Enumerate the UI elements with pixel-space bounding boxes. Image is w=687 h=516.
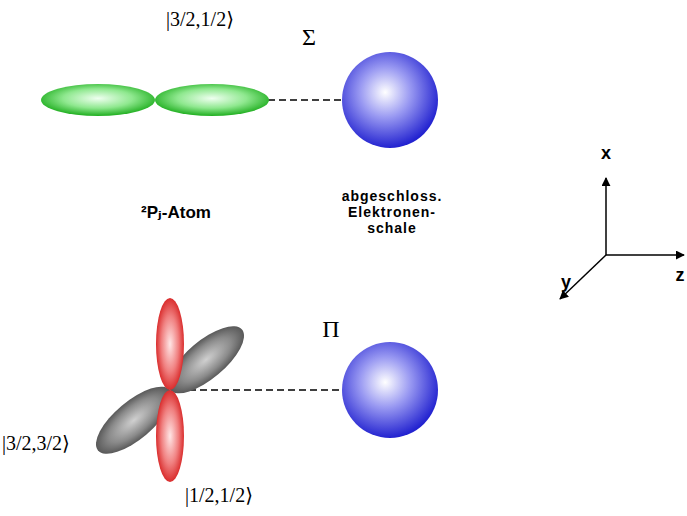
orbital-lobe [156,390,184,482]
orbital-lobe [156,298,184,390]
state-label: |1/2,1/2⟩ [185,484,253,507]
orbital-lobe [155,84,269,116]
interaction-symbol: Π [322,316,339,344]
axis-arrow [606,254,684,256]
axis-arrow [560,255,606,299]
axis-arrow [605,178,607,255]
closed-shell-sphere [342,342,438,438]
caption-label: abgeschloss. Elektronen- schale [331,188,453,236]
interaction-symbol: Σ [302,24,316,52]
state-label: |3/2,1/2⟩ [166,8,234,31]
interaction-line [268,99,342,101]
orbital: |3/2,1/2⟩ [40,70,270,130]
state-label: |3/2,3/2⟩ [2,432,70,455]
interaction-line [178,389,342,391]
orbital-lobe [41,84,155,116]
orbital: |3/2,3/2⟩|1/2,1/2⟩ [85,295,255,485]
orbital-shape [40,70,270,130]
axis-label: z [676,265,685,286]
orbital-shape [85,295,255,485]
axis-label: x [601,143,611,164]
px-orbital [156,298,184,482]
axis-label: y [561,272,571,293]
closed-shell-sphere [342,52,438,148]
caption-label: ²Pⱼ-Atom [141,203,211,223]
